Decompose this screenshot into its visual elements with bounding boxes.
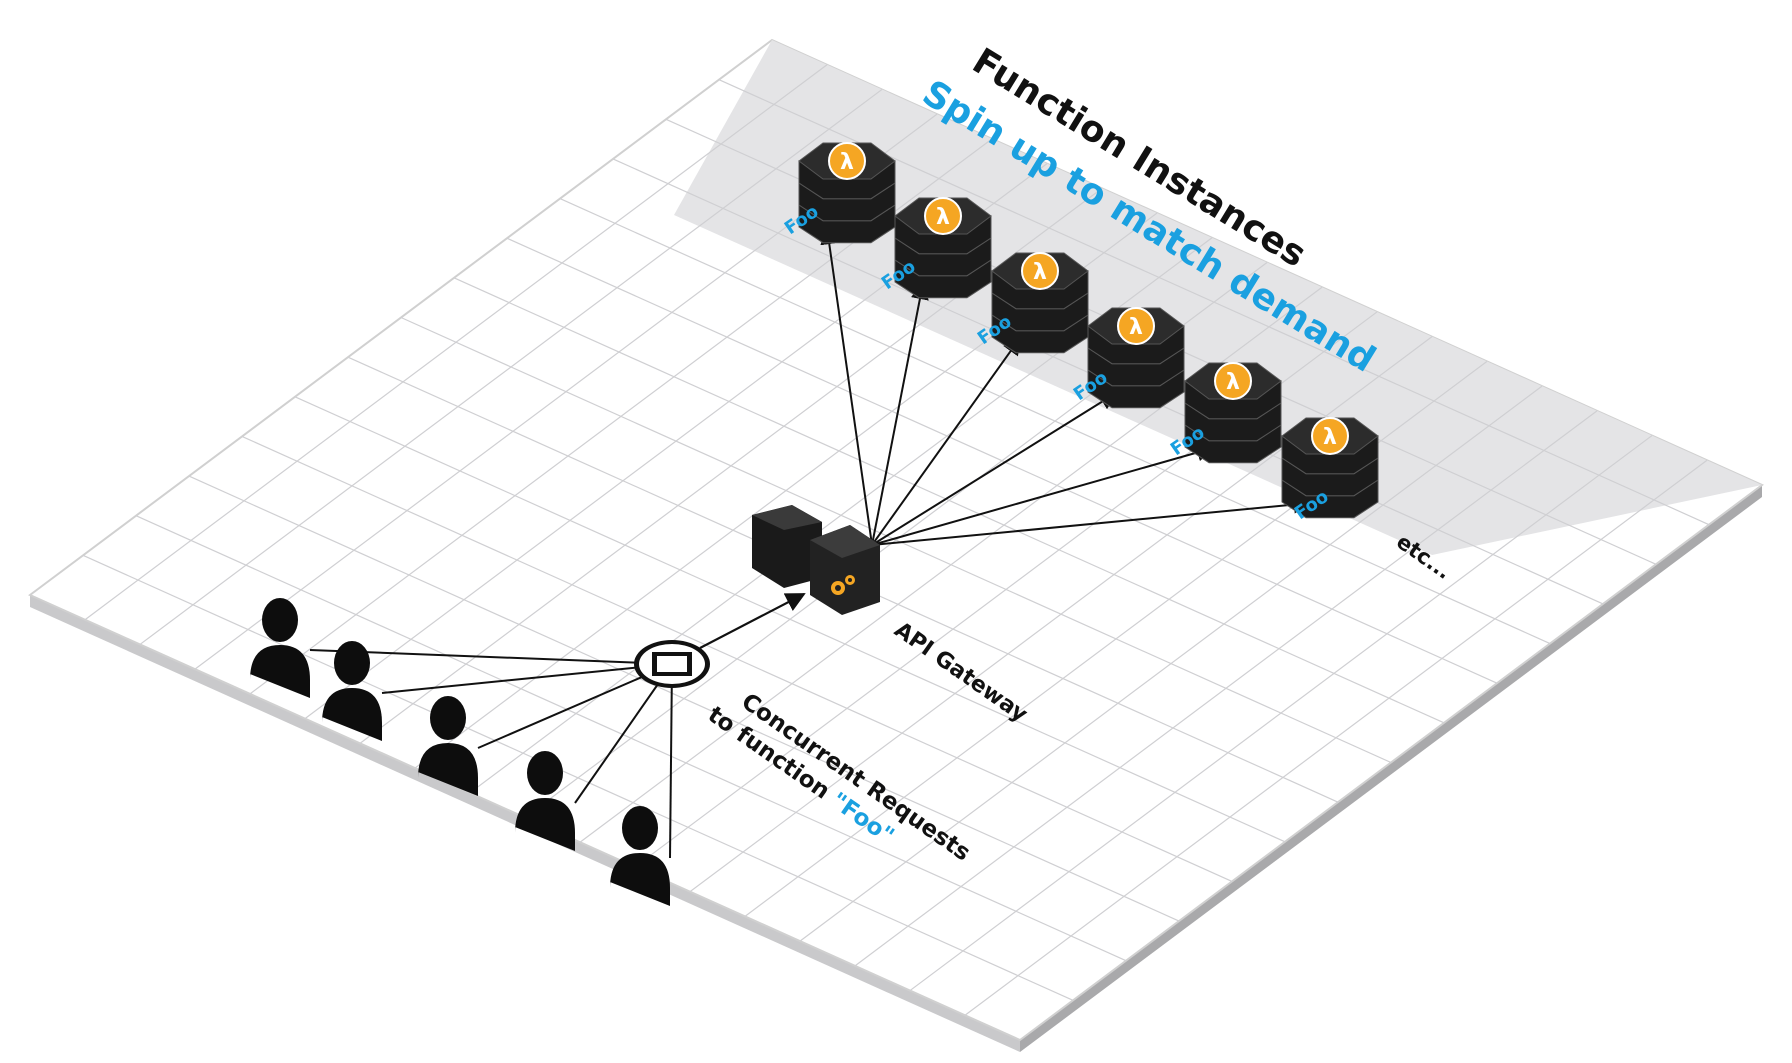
lambda-icon: λ <box>1021 252 1059 290</box>
lambda-server-stack: λ <box>798 142 896 244</box>
grid-line <box>453 277 1445 724</box>
api-gateway-icon <box>752 505 880 615</box>
user-connection-line <box>574 663 673 804</box>
request-router-icon <box>634 640 710 688</box>
user-icon <box>515 751 575 851</box>
user-icon <box>610 806 670 906</box>
user-request-lines <box>309 593 806 859</box>
user-connection-line <box>309 649 673 665</box>
lambda-glyph: λ <box>1129 315 1143 340</box>
user-connection-line <box>381 663 673 694</box>
lambda-glyph: λ <box>1033 260 1047 285</box>
lambda-glyph: λ <box>936 205 950 230</box>
fanout-arrow <box>871 443 1215 546</box>
grid-line <box>294 396 1286 843</box>
lambda-icon: λ <box>924 197 962 235</box>
user-connection-line <box>669 663 673 859</box>
lambda-server-stack: λ <box>894 197 992 299</box>
fanout-arrow <box>871 281 929 546</box>
fanout-arrow <box>820 226 873 546</box>
gear-icon <box>831 575 855 595</box>
user-icon <box>322 641 382 741</box>
user-icon <box>250 598 310 698</box>
grid-line <box>400 316 1392 764</box>
fanout-arrow <box>871 336 1022 546</box>
grid-line <box>241 435 1233 882</box>
user-icon <box>418 696 478 796</box>
router-to-gateway-arrow <box>699 593 806 649</box>
lambda-server-stack: λ <box>1087 307 1185 409</box>
grid-line <box>82 554 1074 1001</box>
grid-line <box>188 475 1180 922</box>
lambda-glyph: λ <box>840 150 854 175</box>
lambda-icon: λ <box>828 142 866 180</box>
fanout-arrow <box>871 495 1312 546</box>
grid-line <box>135 515 1127 962</box>
fanout-arrows <box>820 226 1312 546</box>
lambda-server-stack: λ <box>1184 362 1282 464</box>
lambda-server-stack: λ <box>991 252 1089 354</box>
fanout-arrow <box>871 392 1118 546</box>
lambda-icon: λ <box>1214 362 1252 400</box>
grid-line <box>559 198 1551 645</box>
user-connection-line <box>477 663 673 749</box>
lambda-icon: λ <box>1311 417 1349 455</box>
lambda-glyph: λ <box>1226 370 1240 395</box>
lambda-server-stack: λ <box>1281 417 1379 519</box>
lambda-icon: λ <box>1117 307 1155 345</box>
platform-side-right <box>1020 485 1762 1052</box>
users-group <box>250 598 670 906</box>
grid-line <box>506 237 1498 684</box>
lambda-glyph: λ <box>1323 425 1337 450</box>
